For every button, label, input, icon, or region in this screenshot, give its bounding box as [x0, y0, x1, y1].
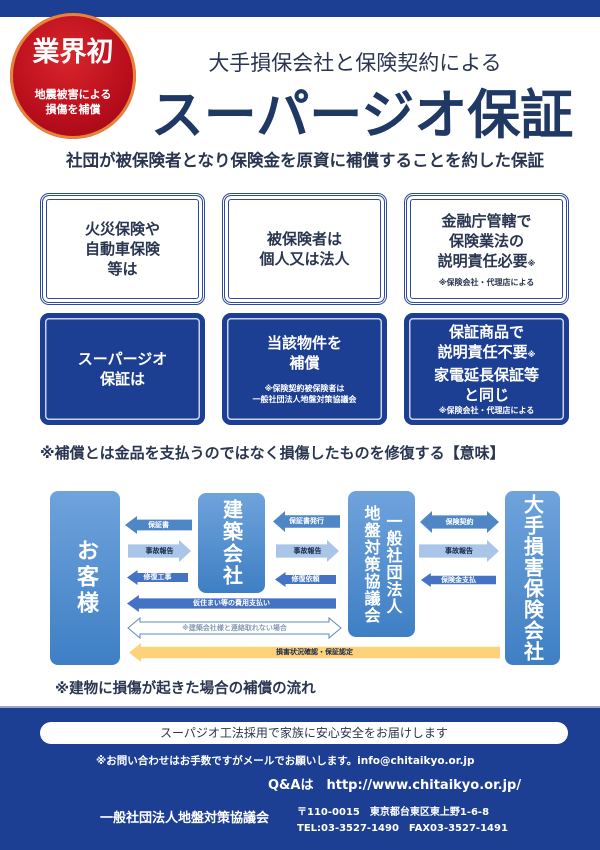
association-line: 地盤対策協議会	[361, 504, 381, 624]
arrow-repair-request: 修復依頼	[275, 572, 336, 587]
supergeo-card: 当該物件を 補償 ※保険契約被保険者は 一般社団法人地盤対策協議会	[222, 313, 387, 425]
arrow-label: ※建築会社様と連絡取れない場合	[182, 623, 287, 632]
arrow-shape	[127, 570, 188, 585]
entity-builder: 建築会社	[198, 493, 265, 593]
card-text: 金融庁管轄で 保険業法の 説明責任必要※	[438, 211, 536, 274]
arrow-label: 修復工事	[143, 573, 172, 581]
org-name: 一般社団法人地盤対策協議会	[100, 811, 270, 826]
card-text: 火災保険や 自動車保険 等は	[84, 220, 160, 278]
entity-association: 一般社団法人地盤対策協議会	[348, 491, 415, 637]
arrow-label: 損害状況確認・保証認定	[276, 648, 353, 656]
card-text: 保証商品で 説明責任不要※	[438, 322, 536, 365]
card-text: スーパージオ 保証は	[77, 350, 168, 388]
entity-insurer: 大手損害保険会社	[505, 491, 560, 665]
qa-line: Q&Aは http://www.chitaikyo.or.jp/	[268, 777, 521, 794]
card-note: ※保険契約被保険者は 一般社団法人地盤対策協議会	[252, 384, 357, 404]
badge-sub-line: 損傷を補償	[45, 103, 101, 116]
arrow-accident-report: 事故報告	[276, 540, 339, 562]
compensation-note: ※補償とは金品を支払うのではなく損傷したものを修復する【意味】	[40, 444, 505, 462]
card-text-2: 家電延長保証等 と同じ	[433, 366, 539, 404]
conventional-card: 被保険者は 個人又は法人	[222, 193, 387, 305]
arrow-shape	[128, 540, 191, 562]
lead-text: 社団が被保険者となり保険金を原資に補償することを約した保証	[65, 151, 544, 170]
arrow-temporary-housing: 仮住まい等の費用支払い	[127, 595, 336, 612]
qa-link[interactable]: http://www.chitaikyo.or.jp/	[326, 778, 522, 793]
arrow-repair-work: 修復工事	[127, 570, 188, 585]
arrow-shape	[275, 572, 336, 587]
arrow-label: 保険金支払	[441, 575, 476, 584]
qa-label: Q&Aは	[268, 778, 314, 793]
address: 〒110-0015 東京都台東区東上野1-6-8	[297, 807, 490, 818]
top-bar	[0, 0, 600, 17]
arrow-label: 修復依頼	[291, 575, 320, 583]
arrow-shape	[127, 616, 342, 640]
arrow-label: 保証書	[148, 520, 169, 529]
card-note: ※保険会社・代理店による	[438, 406, 535, 415]
supergeo-card: 保証商品で 説明責任不要※ 家電延長保証等 と同じ ※保険会社・代理店による	[404, 313, 569, 425]
arrow-insurance-payment: 保険金支払	[421, 573, 496, 587]
arrow-insurance-contract: 保険契約	[420, 511, 499, 533]
arrow-warranty: 保証書	[125, 516, 192, 534]
flow-caption: ※建物に損傷が起きた場合の補償の流れ	[55, 681, 316, 697]
conventional-card: 火災保険や 自動車保険 等は	[40, 193, 205, 305]
badge-sub-line: 地震被害による	[34, 88, 112, 101]
arrow-shape	[125, 516, 192, 534]
industry-first-badge: 業界初 地震被害による損傷を補償	[10, 13, 136, 139]
arrow-accident-report: 事故報告	[419, 540, 499, 562]
page-title: スーパージオ保証	[150, 85, 574, 146]
arrow-label: 保険契約	[445, 517, 474, 526]
supergeo-card: スーパージオ 保証は	[40, 313, 205, 425]
card-text: 被保険者は 個人又は法人	[259, 230, 350, 268]
arrow-label: 保証書発行	[289, 517, 324, 525]
arrow-label: 仮住まい等の費用支払い	[193, 599, 270, 607]
slogan-banner: スーパジオ工法採用で家族に安心安全をお届けします	[40, 722, 568, 744]
contact-note: ※お問い合わせはお手数ですがメールでお願いします。info@chitaikyo.…	[96, 755, 475, 767]
badge-subtext: 地震被害による損傷を補償	[10, 87, 136, 117]
arrow-shape	[273, 511, 340, 532]
arrow-damage-assessment: 損害状況確認・保証認定	[129, 643, 500, 662]
arrow-label: 事故報告	[145, 546, 174, 555]
arrow-label: 事故報告	[293, 546, 322, 555]
arrow-shape	[419, 540, 499, 562]
asterisk: ※	[527, 258, 536, 268]
arrow-shape	[421, 573, 496, 587]
entity-customer: お客様	[50, 491, 120, 665]
phone-fax: TEL:03-3527-1490 FAX03-3527-1491	[297, 823, 508, 834]
badge-headline: 業界初	[32, 37, 114, 68]
arrow-warranty-issue: 保証書発行	[273, 511, 340, 532]
card-text: 当該物件を 補償	[266, 334, 342, 372]
arrow-shape	[420, 511, 499, 533]
association-line: 一般社団法人	[383, 513, 403, 615]
arrow-label: 事故報告	[445, 546, 473, 555]
arrow-accident-report: 事故報告	[128, 540, 191, 562]
arrow-shape	[127, 595, 336, 612]
arrow-builder-unreachable: ※建築会社様と連絡取れない場合	[127, 616, 342, 640]
card-note: ※保険会社・代理店による	[438, 277, 535, 287]
subtitle: 大手損保会社と保険契約による	[208, 51, 502, 75]
arrow-shape	[129, 643, 500, 662]
card-main: 保証商品で 説明責任不要	[437, 323, 528, 361]
arrow-shape	[276, 540, 339, 562]
conventional-card: 金融庁管轄で 保険業法の 説明責任必要※ ※保険会社・代理店による	[404, 193, 569, 305]
asterisk: ※	[527, 350, 536, 359]
card-main: 金融庁管轄で 保険業法の 説明責任必要	[437, 211, 532, 270]
